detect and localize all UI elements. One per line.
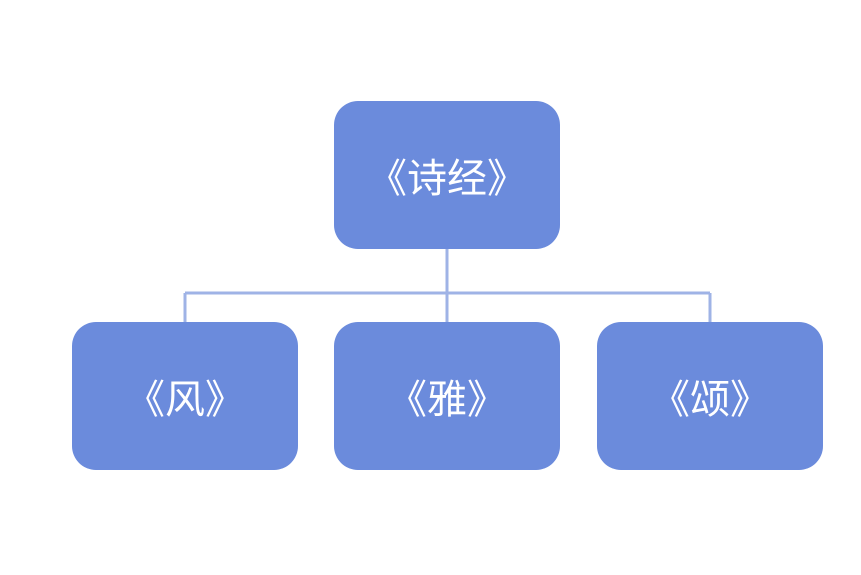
child-node-label: 《雅》 [387,377,507,423]
child-node-ya: 《雅》 [334,322,560,470]
child-node-song: 《颂》 [597,322,823,470]
child-node-feng: 《风》 [72,322,298,470]
root-node-label: 《诗经》 [367,156,527,202]
child-node-label: 《颂》 [650,377,770,423]
root-node-shijing: 《诗经》 [334,101,560,249]
child-node-label: 《风》 [125,377,245,423]
